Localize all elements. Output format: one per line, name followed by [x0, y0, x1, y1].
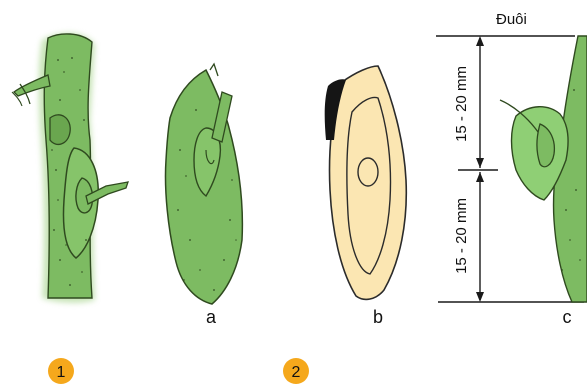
- tail-label: Đuôi: [496, 11, 527, 28]
- bud-shield-inner-figure-b: [325, 66, 407, 299]
- dimension-label-bottom: 15 - 20 mm: [453, 198, 470, 274]
- bud-shield-figure-a: [165, 64, 242, 304]
- branch-with-bud: [12, 33, 128, 303]
- step-number-1: 1: [57, 364, 66, 381]
- label-c: c: [563, 307, 572, 327]
- label-a: a: [206, 307, 217, 327]
- step-number-2: 2: [292, 364, 301, 381]
- step-badge-2: 2: [283, 358, 309, 384]
- dimension-label-top: 15 - 20 mm: [453, 66, 470, 142]
- label-b: b: [373, 307, 383, 327]
- step-badge-1: 1: [48, 358, 74, 384]
